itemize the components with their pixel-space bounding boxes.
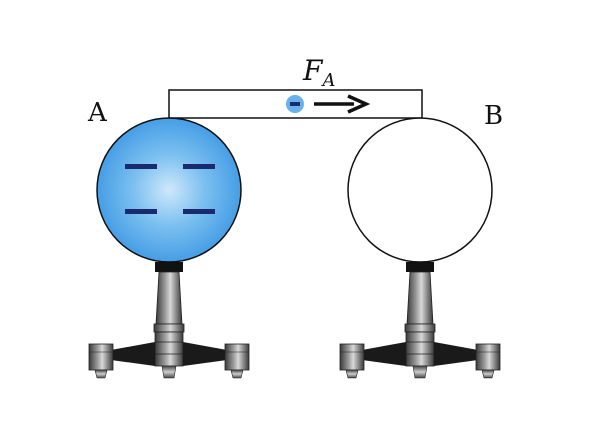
stand-a bbox=[88, 261, 250, 379]
label-sphere-a: A bbox=[87, 98, 108, 128]
label-force: FA bbox=[302, 54, 335, 91]
negative-charge-mark bbox=[125, 209, 157, 214]
label-force-symbol: F bbox=[302, 54, 324, 87]
sphere-b bbox=[347, 117, 493, 263]
stand-b bbox=[339, 261, 501, 379]
negative-charge-mark bbox=[183, 164, 215, 169]
sphere-a bbox=[96, 117, 242, 263]
negative-charge-mark bbox=[183, 209, 215, 214]
negative-charge-mark bbox=[125, 164, 157, 169]
electron bbox=[286, 95, 304, 113]
force-arrow bbox=[314, 94, 371, 114]
label-sphere-b: B bbox=[484, 101, 503, 131]
label-force-subscript: A bbox=[320, 70, 335, 91]
electron-minus-sign bbox=[290, 102, 300, 106]
sphere-a-charges bbox=[125, 164, 215, 214]
